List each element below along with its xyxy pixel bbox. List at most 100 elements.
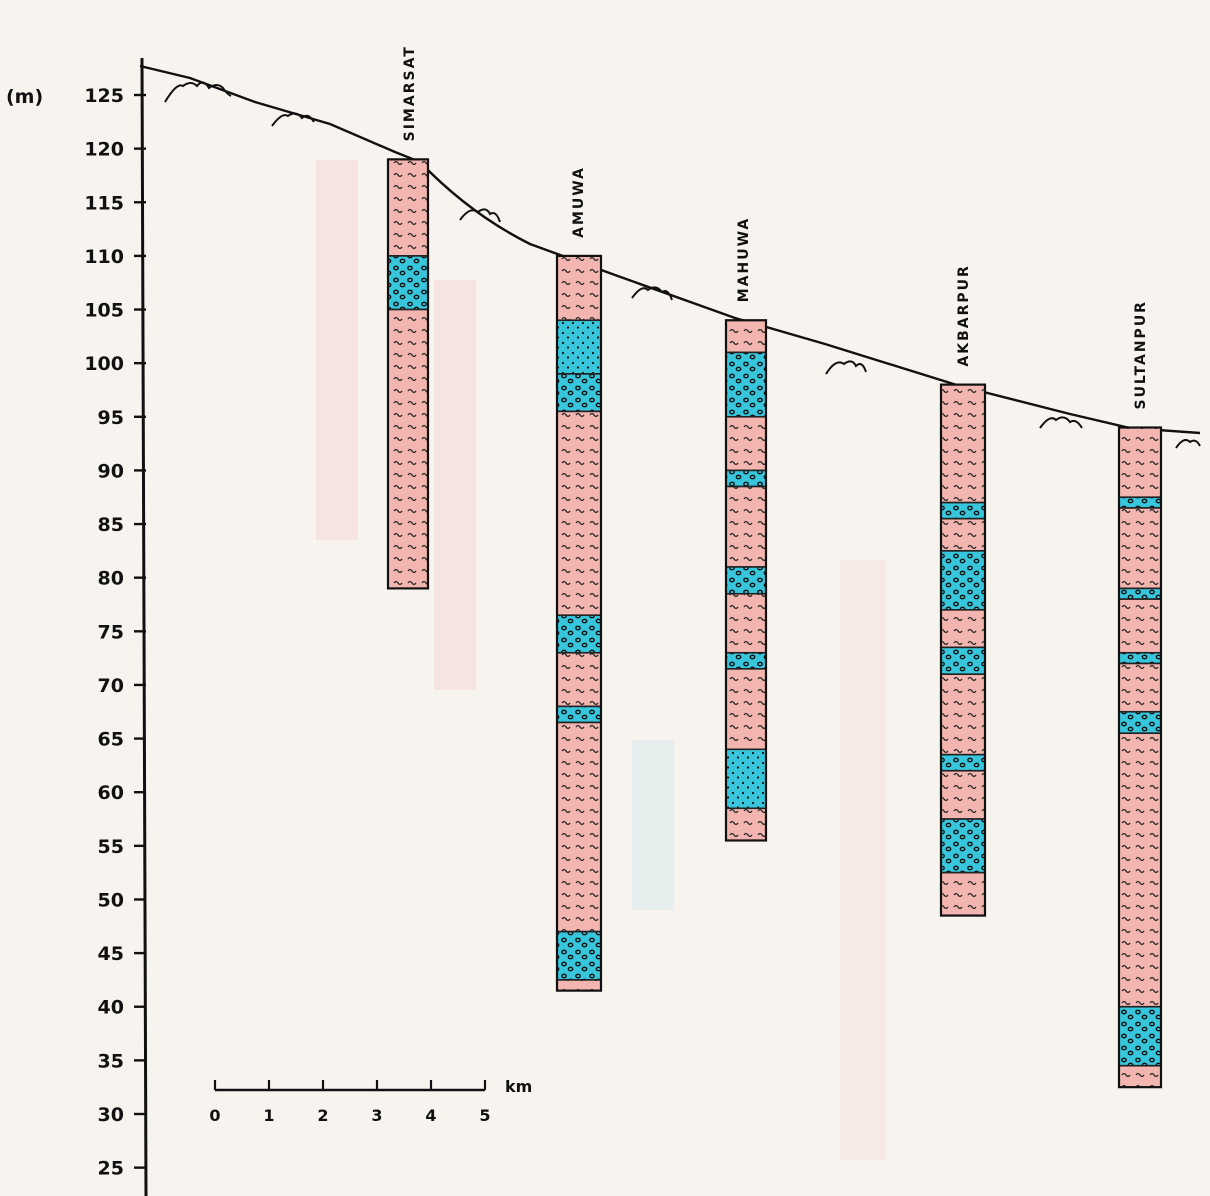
gravel-layer: [556, 705, 602, 724]
well-mahuwa: MAHUWA: [724, 217, 768, 842]
well-outline: [386, 158, 430, 590]
y-axis-tick-label: 110: [84, 246, 124, 268]
scale-bar-ticks: 0 1 2 3 4 5: [209, 1080, 491, 1125]
gravel-layer: [556, 373, 602, 413]
y-axis-tick-label: 35: [98, 1050, 124, 1072]
gravel-layer: [725, 469, 767, 488]
clay-layer: [940, 673, 986, 756]
well-outline: [555, 254, 603, 992]
well-sultanpur: SULTANPUR: [1117, 300, 1163, 1089]
grass-tuft-mark: [1175, 439, 1201, 449]
well-akbarpur: AKBARPUR: [939, 264, 987, 917]
clay-layer: [1118, 1064, 1162, 1088]
clay-layer: [725, 668, 767, 751]
clay-layer: [940, 871, 986, 917]
gravel-layer: [940, 646, 986, 676]
scale-bar-unit: km: [505, 1077, 532, 1096]
grass-tuft-mark: [1039, 416, 1083, 429]
scale-bar-tick-label: 3: [371, 1106, 382, 1125]
y-axis-tick-label: 45: [98, 943, 124, 965]
gravel-layer: [940, 818, 986, 874]
y-axis-tick-label: 95: [98, 407, 124, 429]
y-axis-tick-label: 105: [84, 300, 124, 322]
y-axis-tick-label: 65: [98, 729, 124, 751]
y-axis-tick-label: 75: [98, 621, 124, 643]
clay-layer: [1118, 507, 1162, 590]
y-axis-ticks: 1251201151101051009590858075706560555045…: [84, 85, 146, 1180]
gravel-layer: [1118, 710, 1162, 735]
y-axis-tick-label: 125: [84, 85, 124, 107]
grass-tuft-mark: [825, 360, 867, 375]
clay-layer: [556, 255, 602, 322]
clay-layer: [940, 609, 986, 649]
scale-bar-tick-label: 1: [263, 1106, 274, 1125]
y-axis-tick-label: 50: [98, 889, 124, 911]
clay-layer: [1118, 662, 1162, 713]
well-outline: [939, 383, 987, 917]
grass-tuft-mark: [459, 208, 501, 223]
gravel-layer: [1118, 651, 1162, 665]
gravel-layer: [940, 753, 986, 772]
grass-tuft-mark: [631, 286, 673, 301]
clay-layer: [725, 319, 767, 354]
gravel-layer: [725, 651, 767, 670]
clay-layer: [725, 485, 767, 568]
clay-layer: [940, 769, 986, 820]
well-name-label: AKBARPUR: [956, 264, 972, 366]
well-name-label: AMUWA: [571, 166, 587, 238]
clay-layer: [725, 807, 767, 842]
gravel-layer: [387, 255, 429, 311]
scale-bar-tick-label: 5: [479, 1106, 490, 1125]
clay-layer: [556, 721, 602, 933]
well-outline: [1117, 426, 1163, 1089]
scale-bar-tick-label: 4: [425, 1106, 436, 1125]
well-name-label: SIMARSAT: [402, 45, 418, 141]
well-name-label: MAHUWA: [736, 217, 752, 303]
sand-layer: [556, 319, 602, 375]
gravel-layer: [725, 566, 767, 595]
clay-layer: [725, 592, 767, 654]
gravel-layer: [556, 614, 602, 654]
y-axis-tick-label: 80: [98, 568, 124, 590]
clay-layer: [940, 517, 986, 552]
gravel-layer: [1118, 587, 1162, 600]
clay-layer: [556, 651, 602, 708]
well-simarsat: SIMARSAT: [386, 45, 430, 590]
y-axis-tick-label: 25: [98, 1158, 124, 1180]
clay-layer: [556, 979, 602, 992]
background-smudges: [316, 160, 886, 1160]
y-axis-tick-label: 115: [84, 192, 124, 214]
clay-layer: [1118, 426, 1162, 499]
gravel-layer: [725, 351, 767, 418]
scale-bar: 0 1 2 3 4 5 km: [209, 1077, 532, 1125]
clay-layer: [940, 383, 986, 504]
y-axis-tick-label: 40: [98, 997, 124, 1019]
clay-layer: [1118, 598, 1162, 654]
grass-tuft-mark: [271, 112, 315, 127]
grass-tuft-mark: [164, 81, 232, 103]
clay-layer: [387, 158, 429, 257]
scale-bar-tick-label: 0: [209, 1106, 220, 1125]
y-axis-tick-label: 85: [98, 514, 124, 536]
clay-layer: [1118, 732, 1162, 1008]
ground-surface-line: [139, 64, 1201, 435]
well-name-label: SULTANPUR: [1133, 300, 1149, 409]
clay-layer: [387, 308, 429, 590]
y-axis-unit: (m): [6, 86, 43, 108]
well-columns: SIMARSAT AMUWA MAHUWA AKBARPUR SULTANPUR: [386, 45, 1163, 1089]
clay-layer: [556, 410, 602, 617]
y-axis-tick-label: 60: [98, 782, 124, 804]
gravel-layer: [1118, 496, 1162, 509]
well-amuwa: AMUWA: [555, 166, 603, 992]
scale-bar-tick-label: 2: [317, 1106, 328, 1125]
y-axis-tick-label: 30: [98, 1104, 124, 1126]
vegetation-marks: [164, 81, 1201, 449]
y-axis-tick-label: 70: [98, 675, 124, 697]
y-axis-tick-label: 120: [84, 139, 124, 161]
y-axis-line: [140, 57, 148, 1196]
well-outline: [724, 319, 768, 842]
y-axis: (m) 125120115110105100959085807570656055…: [6, 57, 148, 1196]
y-axis-tick-label: 90: [98, 460, 124, 482]
y-axis-tick-label: 55: [98, 836, 124, 858]
